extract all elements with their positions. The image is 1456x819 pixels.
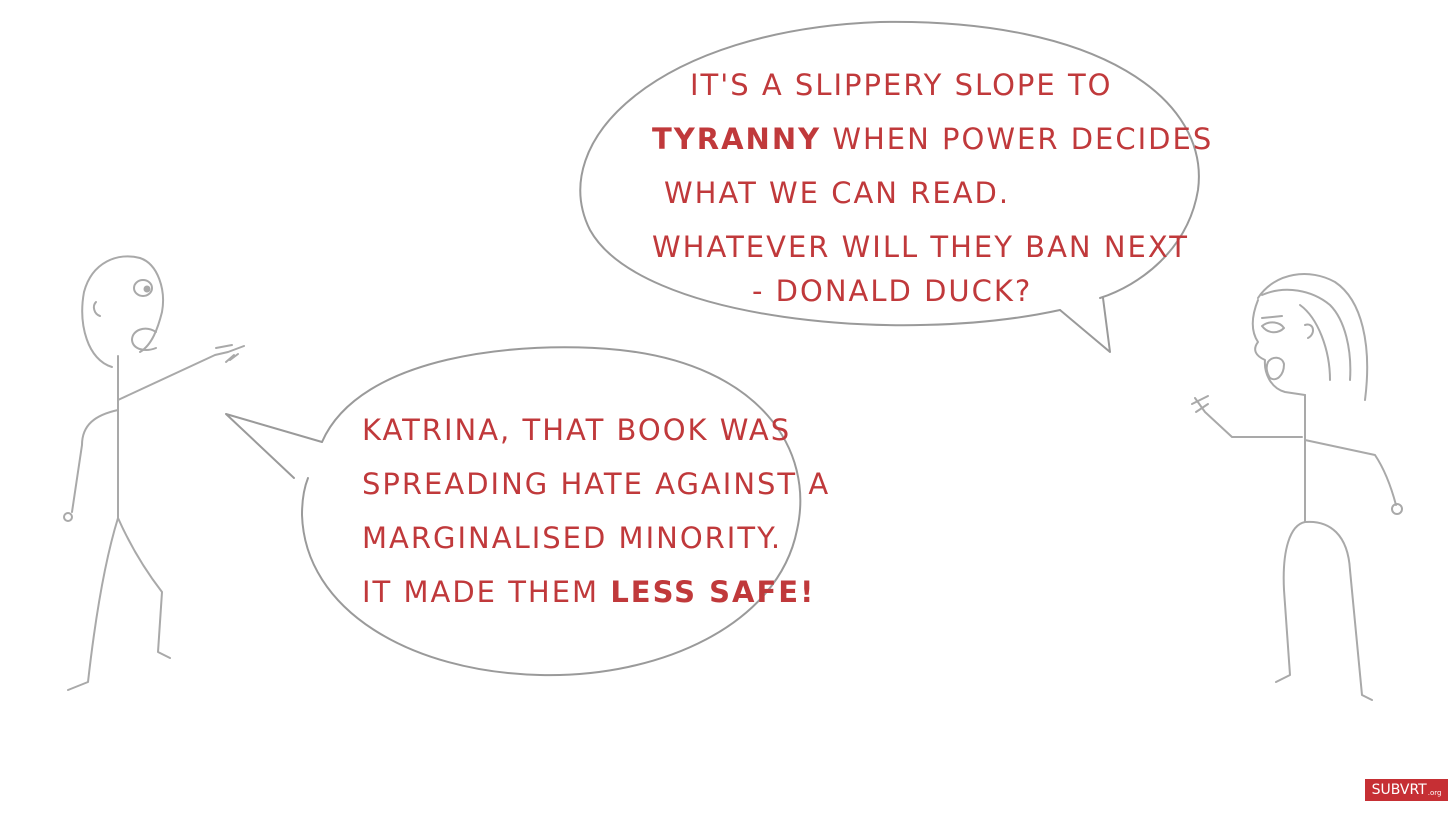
- katrina-line-1: It's a slippery slope to: [690, 68, 1113, 102]
- subvrt-logo: SUBVRT .org: [1365, 779, 1448, 801]
- less-safe-emphasis: LESS SAFE!: [610, 575, 816, 609]
- logo-suffix-text: .org: [1427, 788, 1442, 797]
- man-leg-left: [67, 517, 119, 691]
- man-line-1: Katrina, that book was: [362, 413, 792, 447]
- katrina-hair: [1257, 273, 1369, 401]
- katrina-line-2: TYRANNY when power decides: [652, 112, 1213, 166]
- man-line-3: marginalised minority.: [362, 521, 783, 555]
- man-arm-pointing: [117, 345, 245, 401]
- man-line-2: spreading hate against a: [362, 467, 831, 501]
- man-ear: [92, 301, 101, 317]
- katrina-skirt: [1275, 521, 1306, 683]
- man-speech-bubble: [225, 346, 802, 677]
- logo-main-text: SUBVRT: [1371, 782, 1427, 798]
- man-figure: [63, 255, 245, 691]
- katrina-face: [1251, 299, 1306, 396]
- man-eye: [133, 279, 153, 297]
- katrina-arm-pointing: [1194, 397, 1303, 438]
- man-mouth: [131, 327, 157, 351]
- man-speech-text: Katrina, that book was spreading hate ag…: [362, 403, 830, 619]
- katrina-line-4: Whatever will they ban next: [652, 230, 1189, 264]
- katrina-line-2-rest: when power decides: [832, 122, 1214, 156]
- katrina-eye: [1261, 321, 1285, 334]
- katrina-speech-bubble: [579, 20, 1200, 353]
- man-line-4-start: It made them: [362, 575, 600, 609]
- katrina-figure: [1191, 273, 1403, 701]
- tyranny-emphasis: TYRANNY: [652, 122, 822, 156]
- man-leg-right: [117, 517, 171, 659]
- man-head: [81, 255, 164, 368]
- katrina-line-5: - Donald Duck?: [752, 274, 1033, 308]
- katrina-arm-right: [1304, 439, 1397, 506]
- man-arm-left: [71, 409, 119, 513]
- katrina-mouth: [1265, 356, 1285, 381]
- man-line-4: It made them LESS SAFE!: [362, 565, 830, 619]
- katrina-speech-text: It's a slippery slope to TYRANNY when po…: [652, 58, 1213, 318]
- katrina-ear: [1304, 323, 1314, 339]
- katrina-line-3: what we can read.: [664, 176, 1011, 210]
